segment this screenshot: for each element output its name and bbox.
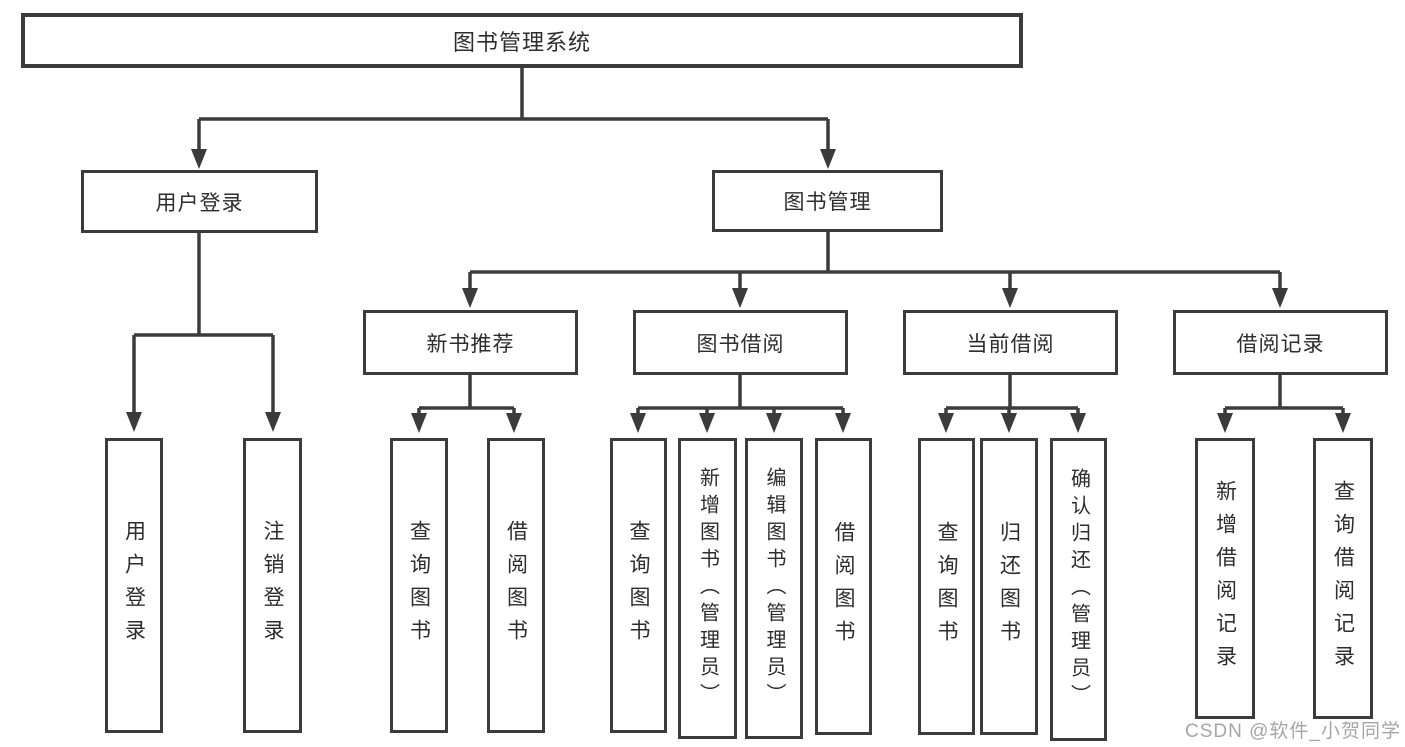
leaf-current-return-book-label: 归还图书 — [997, 520, 1021, 653]
node-book-borrow-label: 图书借阅 — [696, 332, 785, 356]
leaf-logout-label: 注销登录 — [261, 519, 284, 652]
node-borrow-records-label: 借阅记录 — [1236, 332, 1325, 356]
arrowheads — [126, 149, 1351, 433]
node-root-system: 图书管理系统 — [21, 13, 1023, 68]
leaf-records-add-record-label: 新增借阅记录 — [1213, 479, 1237, 678]
node-new-book-recommend: 新书推荐 — [363, 310, 578, 375]
leaf-records-add-record: 新增借阅记录 — [1195, 438, 1255, 719]
leaf-user-login: 用户登录 — [105, 438, 163, 733]
leaf-borrow-borrow-book-label: 借阅图书 — [832, 520, 855, 653]
leaf-logout: 注销登录 — [243, 438, 302, 733]
node-current-borrow: 当前借阅 — [903, 310, 1118, 375]
leaf-current-query-book-label: 查询图书 — [935, 520, 958, 653]
leaf-borrow-query-book: 查询图书 — [610, 438, 667, 733]
tree-connector-lines — [132, 68, 1345, 416]
node-user-login-label: 用户登录 — [155, 191, 244, 215]
leaf-borrow-add-book-label: 新增图书（管理员） — [696, 467, 719, 710]
leaf-recommend-query-book: 查询图书 — [390, 438, 448, 733]
leaf-current-return-book: 归还图书 — [980, 438, 1038, 735]
leaf-records-query-record-label: 查询借阅记录 — [1331, 479, 1355, 678]
leaf-current-confirm-return: 确认归还（管理员） — [1050, 438, 1107, 741]
node-book-borrow: 图书借阅 — [633, 310, 848, 375]
leaf-current-confirm-return-label: 确认归还（管理员） — [1067, 468, 1090, 711]
leaf-borrow-borrow-book: 借阅图书 — [815, 438, 872, 735]
leaf-records-query-record: 查询借阅记录 — [1313, 438, 1373, 719]
leaf-borrow-add-book: 新增图书（管理员） — [678, 438, 737, 739]
node-user-login: 用户登录 — [81, 170, 318, 233]
node-book-management-label: 图书管理 — [783, 191, 872, 214]
csdn-watermark: CSDN @软件_小贺同学 — [1185, 721, 1401, 742]
node-borrow-records: 借阅记录 — [1173, 310, 1388, 375]
node-new-book-recommend-label: 新书推荐 — [426, 332, 515, 356]
leaf-borrow-edit-book: 编辑图书（管理员） — [745, 438, 803, 739]
node-book-management: 图书管理 — [712, 170, 943, 232]
leaf-recommend-borrow-book-label: 借阅图书 — [504, 519, 528, 652]
leaf-recommend-query-book-label: 查询图书 — [407, 519, 431, 652]
leaf-borrow-edit-book-label: 编辑图书（管理员） — [763, 467, 785, 710]
leaf-borrow-query-book-label: 查询图书 — [627, 519, 650, 652]
node-root-system-label: 图书管理系统 — [452, 29, 591, 55]
node-current-borrow-label: 当前借阅 — [966, 332, 1055, 356]
leaf-recommend-borrow-book: 借阅图书 — [487, 438, 545, 733]
leaf-current-query-book: 查询图书 — [918, 438, 975, 735]
leaf-user-login-label: 用户登录 — [122, 519, 146, 652]
